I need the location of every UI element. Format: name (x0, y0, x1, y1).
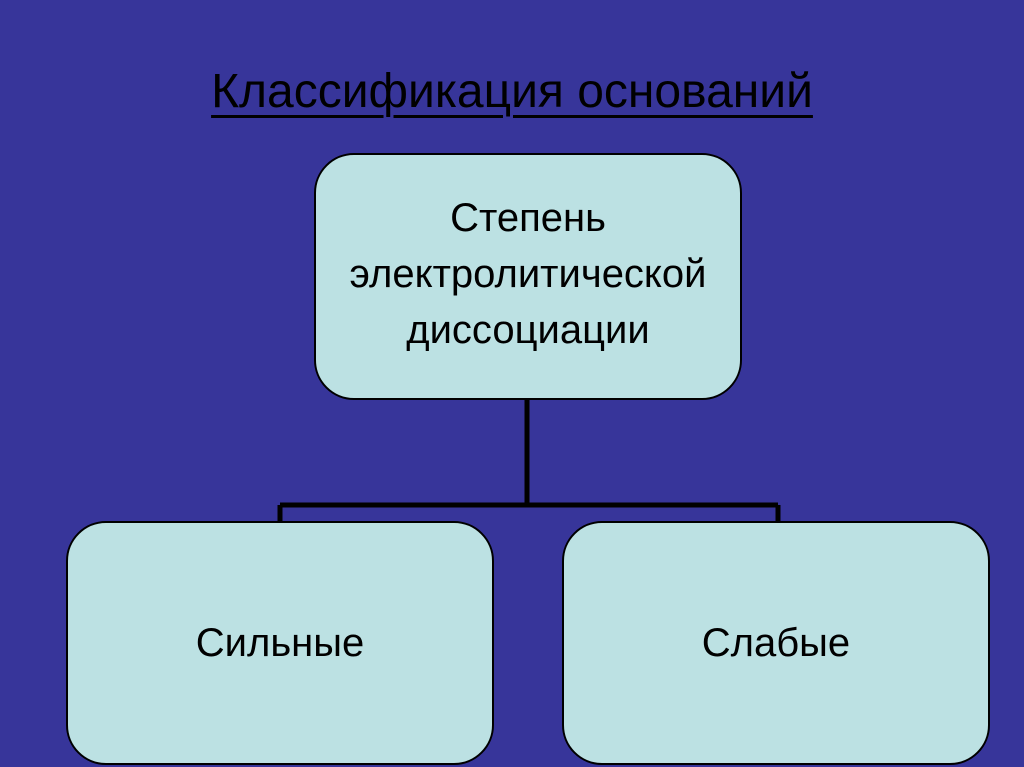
child-node-weak-label: Слабые (701, 621, 851, 665)
root-node-label: Степень электролитической диссоциации (316, 190, 740, 358)
root-node-line-3: диссоциации (406, 307, 650, 352)
root-node-line-1: Степень (450, 195, 606, 240)
slide-title: Классификация оснований (211, 65, 813, 118)
child-node-weak: Слабые (562, 521, 990, 765)
root-node-line-2: электролитической (349, 251, 707, 296)
child-node-strong-label: Сильные (195, 621, 365, 665)
root-node: Степень электролитической диссоциации (314, 153, 742, 400)
child-node-strong: Сильные (66, 521, 494, 765)
